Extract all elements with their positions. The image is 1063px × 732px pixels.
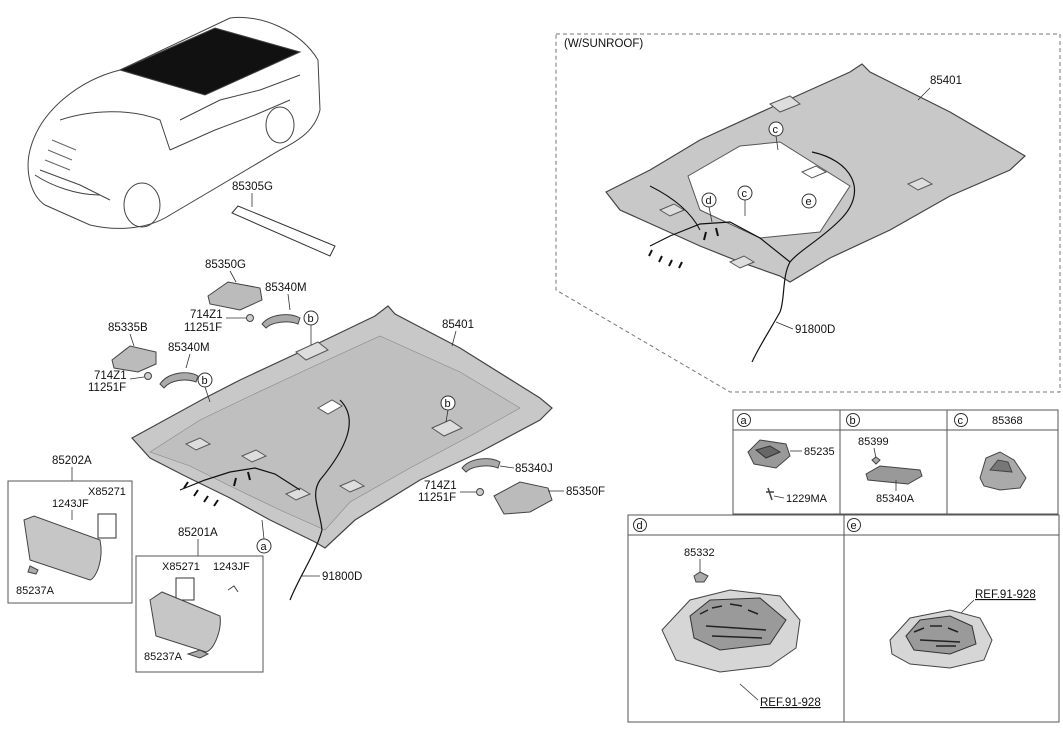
label-85235: 85235 bbox=[804, 446, 835, 458]
callout-b-3: b bbox=[440, 395, 456, 423]
detail-box-e: e REF.91-928 bbox=[843, 514, 1060, 723]
label-85335B: 85335B bbox=[108, 322, 148, 334]
svg-text:c: c bbox=[773, 124, 779, 136]
label-85305G: 85305G bbox=[232, 181, 273, 193]
label-85202A: 85202A bbox=[52, 455, 92, 467]
detail-box-d: d 85332 REF.91-928 bbox=[627, 514, 845, 723]
svg-text:a: a bbox=[261, 541, 268, 553]
svg-text:e: e bbox=[806, 196, 812, 208]
headlining-85401-sunroof bbox=[605, 63, 1026, 363]
trim-strip-85305G bbox=[231, 205, 336, 257]
svg-text:b: b bbox=[445, 398, 451, 410]
callout-d-sunroof: d bbox=[701, 192, 717, 223]
svg-text:d: d bbox=[706, 195, 712, 207]
label-91800D-sunroof: 91800D bbox=[795, 324, 835, 336]
headlining-85401-main bbox=[131, 305, 553, 601]
label-X85271-right: X85271 bbox=[162, 561, 200, 573]
label-11251F-upper: 11251F bbox=[184, 322, 222, 334]
label-714Z1-right: 714Z1 bbox=[424, 480, 457, 492]
label-X85271-left: X85271 bbox=[88, 486, 126, 498]
car-illustration bbox=[27, 16, 321, 229]
label-85340M-upper: 85340M bbox=[265, 282, 307, 294]
sunroof-frame bbox=[555, 33, 1061, 393]
label-85401-main: 85401 bbox=[442, 319, 474, 331]
assist-handle-lower bbox=[159, 372, 199, 389]
callout-b-1: b bbox=[303, 310, 319, 345]
ref-91-928-d: REF.91-928 bbox=[760, 697, 821, 709]
label-11251F-right: 11251F bbox=[418, 492, 456, 504]
bracket-85335B bbox=[111, 345, 157, 373]
sunvisor-box-85202A bbox=[7, 480, 133, 604]
svg-text:e: e bbox=[851, 520, 857, 532]
svg-text:b: b bbox=[308, 313, 314, 325]
label-85201A: 85201A bbox=[178, 527, 218, 539]
svg-text:d: d bbox=[637, 520, 643, 532]
label-11251F-lower: 11251F bbox=[88, 382, 126, 394]
label-85340J: 85340J bbox=[515, 463, 553, 475]
label-91800D-main: 91800D bbox=[322, 571, 362, 583]
ref-91-928-e: REF.91-928 bbox=[975, 589, 1036, 601]
callout-c-2: c bbox=[737, 185, 753, 216]
label-card-right bbox=[175, 577, 195, 601]
callout-a-main: a bbox=[256, 519, 272, 554]
label-card-left bbox=[97, 513, 117, 539]
detail-box-c: c 85368 bbox=[946, 409, 1059, 515]
label-1243JF-right: 1243JF bbox=[213, 561, 250, 573]
label-1229MA: 1229MA bbox=[786, 493, 828, 505]
callout-b-2: b bbox=[197, 372, 213, 403]
sunvisor-right bbox=[149, 591, 221, 653]
svg-text:b: b bbox=[202, 375, 208, 387]
bracket-85350G bbox=[207, 281, 263, 311]
assist-handle-85340J bbox=[461, 458, 501, 473]
detail-box-b: b 85399 85340A bbox=[839, 409, 948, 515]
label-85332: 85332 bbox=[684, 547, 715, 559]
label-85237A-left: 85237A bbox=[16, 585, 55, 597]
label-85399: 85399 bbox=[858, 436, 889, 448]
label-85237A-right: 85237A bbox=[144, 651, 183, 663]
label-85350F: 85350F bbox=[566, 486, 605, 498]
label-714Z1-lower: 714Z1 bbox=[94, 370, 127, 382]
label-85340M-lower: 85340M bbox=[168, 342, 210, 354]
label-85350G: 85350G bbox=[205, 259, 246, 271]
svg-text:c: c bbox=[958, 415, 964, 427]
label-85368: 85368 bbox=[992, 415, 1023, 427]
callout-e-sunroof: e bbox=[801, 193, 817, 209]
sunvisor-box-85201A bbox=[135, 555, 264, 673]
assist-handle-upper bbox=[261, 314, 301, 329]
svg-text:c: c bbox=[742, 188, 748, 200]
bracket-85350F bbox=[493, 481, 553, 515]
svg-text:b: b bbox=[850, 415, 856, 427]
label-85401-sunroof: 85401 bbox=[930, 75, 962, 87]
label-85340A: 85340A bbox=[876, 493, 915, 505]
svg-text:a: a bbox=[741, 415, 748, 427]
sunroof-caption: (W/SUNROOF) bbox=[564, 38, 643, 50]
label-714Z1-upper: 714Z1 bbox=[190, 309, 223, 321]
callout-c-1: c bbox=[768, 121, 784, 151]
detail-box-a: a 85235 1229MA bbox=[732, 409, 841, 515]
label-1243JF-left: 1243JF bbox=[52, 498, 89, 510]
sunvisor-left bbox=[23, 515, 102, 581]
